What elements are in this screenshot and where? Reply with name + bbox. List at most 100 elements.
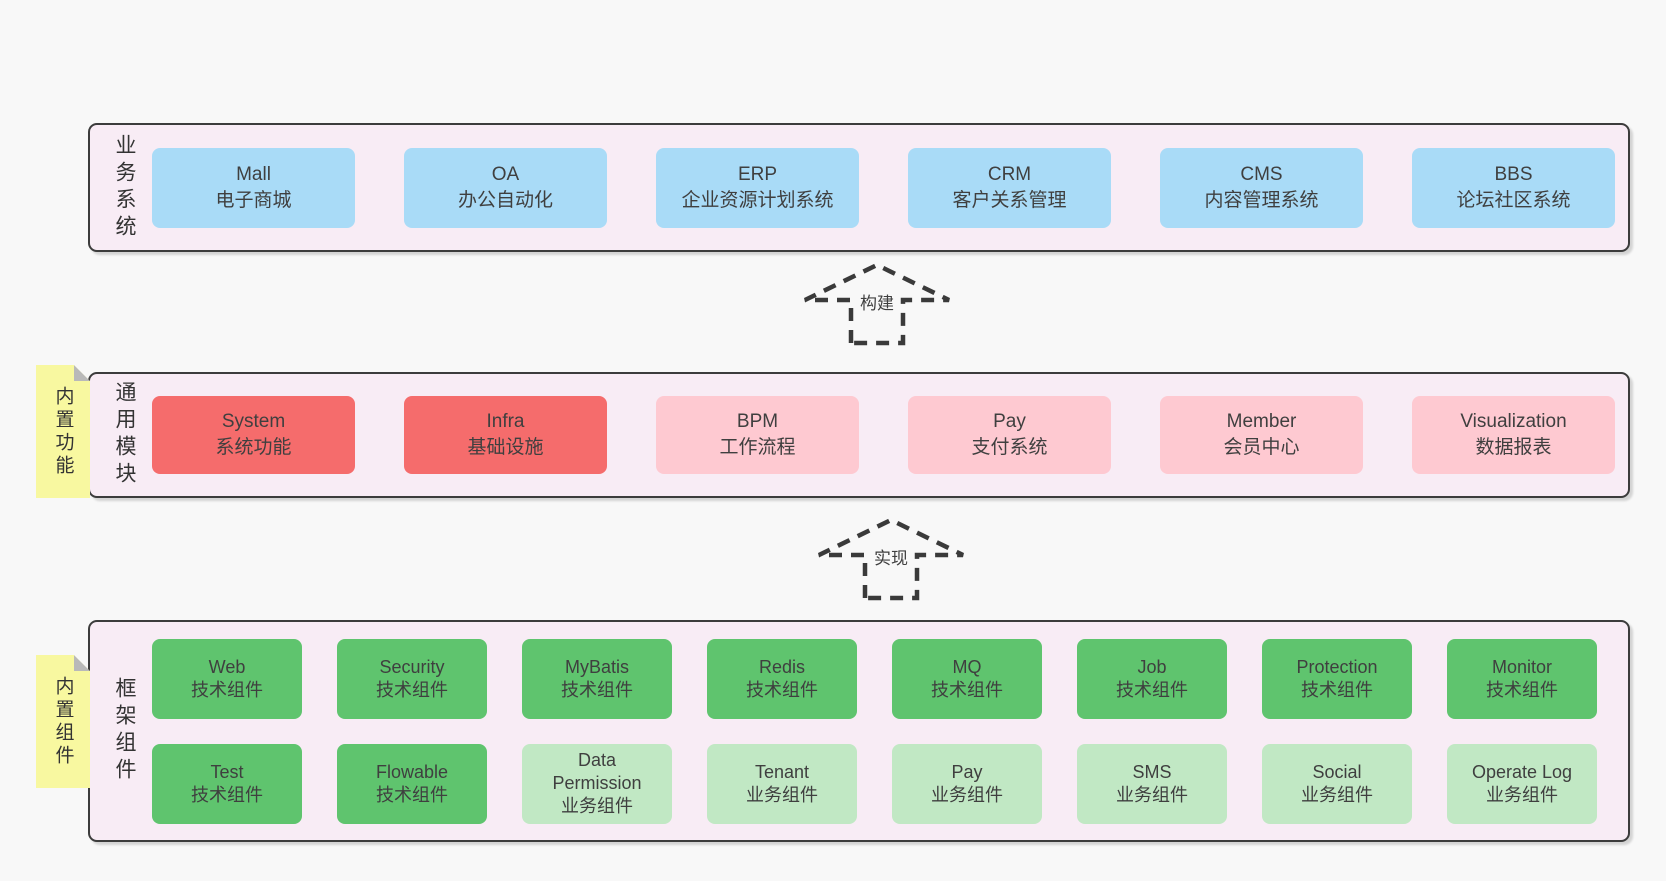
box-subtitle: 工作流程 bbox=[719, 437, 796, 458]
box-title: Job bbox=[1137, 656, 1167, 677]
box-subtitle: 会员中心 bbox=[1223, 437, 1300, 458]
panel-label-modules: 通用模块 bbox=[102, 374, 146, 496]
module-boxes: System 系统功能 Infra 基础设施 BPM 工作流程 Pay 支付系统… bbox=[152, 374, 1628, 496]
box-subtitle: 技术组件 bbox=[376, 679, 448, 700]
box-subtitle: 技术组件 bbox=[191, 784, 263, 805]
box-title: Pay bbox=[951, 761, 983, 782]
box-title: Data Permission bbox=[552, 750, 642, 793]
box-subtitle: 电子商城 bbox=[215, 189, 292, 211]
box-pay-component: Pay 业务组件 bbox=[892, 743, 1042, 824]
box-social: Social 业务组件 bbox=[1262, 743, 1412, 824]
box-title: BPM bbox=[736, 411, 779, 432]
box-title: ERP bbox=[737, 163, 778, 185]
box-title: Redis bbox=[758, 656, 806, 677]
box-subtitle: 技术组件 bbox=[376, 784, 448, 805]
box-title: CRM bbox=[987, 163, 1032, 185]
box-mall: Mall 电子商城 bbox=[152, 147, 355, 228]
box-title: BBS bbox=[1494, 163, 1533, 185]
build-arrow: 构建 bbox=[802, 262, 952, 346]
box-title: CMS bbox=[1240, 163, 1283, 185]
box-title: Member bbox=[1226, 411, 1297, 432]
panel-label-text: 通用模块 bbox=[113, 381, 136, 489]
box-title: Operate Log bbox=[1471, 761, 1573, 782]
box-subtitle: 技术组件 bbox=[191, 679, 263, 700]
box-bbs: BBS 论坛社区系统 bbox=[1412, 147, 1615, 228]
box-member: Member 会员中心 bbox=[1160, 396, 1363, 474]
box-sms: SMS 业务组件 bbox=[1077, 743, 1227, 824]
box-web: Web 技术组件 bbox=[152, 638, 302, 719]
box-mq: MQ 技术组件 bbox=[892, 638, 1042, 719]
box-subtitle: 基础设施 bbox=[467, 437, 544, 458]
box-erp: ERP 企业资源计划系统 bbox=[656, 147, 859, 228]
box-mybatis: MyBatis 技术组件 bbox=[522, 638, 672, 719]
component-boxes: Web 技术组件 Security 技术组件 MyBatis 技术组件 Redi… bbox=[152, 622, 1628, 840]
box-subtitle: 技术组件 bbox=[561, 679, 633, 700]
box-subtitle: 内容管理系统 bbox=[1204, 189, 1319, 211]
box-protection: Protection 技术组件 bbox=[1262, 638, 1412, 719]
box-title: Test bbox=[210, 761, 244, 782]
box-redis: Redis 技术组件 bbox=[707, 638, 857, 719]
box-title: Protection bbox=[1296, 656, 1378, 677]
box-job: Job 技术组件 bbox=[1077, 638, 1227, 719]
box-title: Flowable bbox=[375, 761, 449, 782]
box-subtitle: 业务组件 bbox=[1301, 784, 1373, 805]
box-operate-log: Operate Log 业务组件 bbox=[1447, 743, 1597, 824]
box-title: Mall bbox=[236, 163, 271, 185]
box-crm: CRM 客户关系管理 bbox=[908, 147, 1111, 228]
folded-corner-icon bbox=[74, 365, 90, 381]
box-title: Social bbox=[1312, 761, 1362, 782]
box-oa: OA 办公自动化 bbox=[404, 147, 607, 228]
box-subtitle: 企业资源计划系统 bbox=[681, 189, 834, 211]
box-data-permission: Data Permission 业务组件 bbox=[522, 743, 672, 824]
box-title: Web bbox=[208, 656, 246, 677]
box-flowable: Flowable 技术组件 bbox=[337, 743, 487, 824]
box-visualization: Visualization 数据报表 bbox=[1412, 396, 1615, 474]
box-monitor: Monitor 技术组件 bbox=[1447, 638, 1597, 719]
builtin-components-sticky: 内置组件 bbox=[36, 655, 90, 788]
box-subtitle: 数据报表 bbox=[1475, 437, 1552, 458]
box-subtitle: 业务组件 bbox=[1116, 784, 1188, 805]
panel-label-components: 框架组件 bbox=[102, 622, 146, 840]
box-subtitle: 技术组件 bbox=[1301, 679, 1373, 700]
box-title: Infra bbox=[486, 411, 525, 432]
box-subtitle: 业务组件 bbox=[1486, 784, 1558, 805]
panel-label-business: 业务系统 bbox=[102, 125, 146, 250]
implement-arrow: 实现 bbox=[816, 517, 966, 601]
sticky-label: 内置功能 bbox=[52, 385, 74, 478]
box-title: Security bbox=[379, 656, 445, 677]
box-test: Test 技术组件 bbox=[152, 743, 302, 824]
dashed-up-arrow-icon bbox=[818, 517, 964, 601]
box-pay-module: Pay 支付系统 bbox=[908, 396, 1111, 474]
business-systems-panel: 业务系统 Mall 电子商城 OA 办公自动化 ERP 企业资源计划系统 CRM bbox=[88, 123, 1630, 252]
box-cms: CMS 内容管理系统 bbox=[1160, 147, 1363, 228]
box-title: Visualization bbox=[1460, 411, 1567, 432]
box-subtitle: 业务组件 bbox=[561, 796, 633, 816]
box-subtitle: 业务组件 bbox=[931, 784, 1003, 805]
panel-label-text: 框架组件 bbox=[113, 677, 136, 785]
dashed-up-arrow-icon bbox=[804, 262, 950, 346]
box-title: SMS bbox=[1132, 761, 1172, 782]
box-security: Security 技术组件 bbox=[337, 638, 487, 719]
box-bpm: BPM 工作流程 bbox=[656, 396, 859, 474]
box-title: Monitor bbox=[1491, 656, 1553, 677]
box-title: MyBatis bbox=[564, 656, 629, 677]
framework-components-panel: 框架组件 Web 技术组件 Security 技术组件 MyBatis 技术组件… bbox=[88, 620, 1630, 842]
panel-label-text: 业务系统 bbox=[113, 133, 136, 242]
box-subtitle: 论坛社区系统 bbox=[1456, 189, 1571, 211]
box-subtitle: 系统功能 bbox=[215, 437, 292, 458]
arrow-label: 构建 bbox=[857, 289, 897, 314]
box-infra: Infra 基础设施 bbox=[404, 396, 607, 474]
box-title: OA bbox=[491, 163, 520, 185]
common-modules-panel: 通用模块 System 系统功能 Infra 基础设施 BPM 工作流程 Pay bbox=[88, 372, 1630, 498]
box-title: MQ bbox=[952, 656, 982, 677]
box-subtitle: 支付系统 bbox=[971, 437, 1048, 458]
box-title: System bbox=[221, 411, 286, 432]
box-title: Tenant bbox=[754, 761, 810, 782]
arrow-label: 实现 bbox=[871, 544, 911, 569]
box-tenant: Tenant 业务组件 bbox=[707, 743, 857, 824]
box-subtitle: 技术组件 bbox=[746, 679, 818, 700]
box-subtitle: 办公自动化 bbox=[457, 189, 553, 211]
box-subtitle: 业务组件 bbox=[746, 784, 818, 805]
box-subtitle: 技术组件 bbox=[1486, 679, 1558, 700]
